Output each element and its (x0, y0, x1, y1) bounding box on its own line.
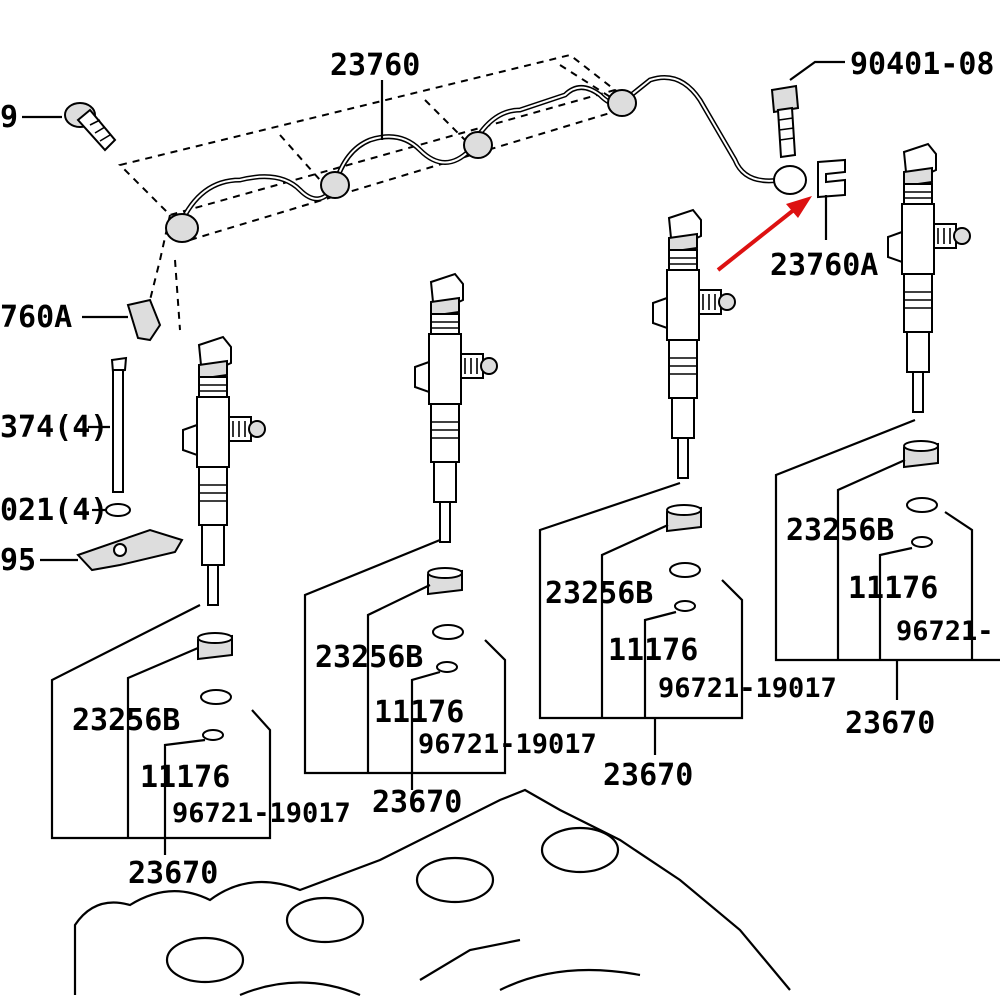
label-g4-assy: 23670 (845, 706, 935, 741)
injector-1 (182, 336, 266, 606)
label-g3-assy: 23670 (603, 758, 693, 793)
label-g3-seat: 23256B (545, 576, 653, 611)
label-g3-oring: 11176 (608, 633, 698, 668)
label-g2-gasket: 96721-19017 (418, 729, 597, 760)
red-arrow-icon (716, 196, 812, 272)
clamp-bracket-left (40, 528, 184, 572)
clamp-right (817, 158, 846, 240)
clamp-left (82, 298, 162, 342)
injector-2 (414, 273, 498, 543)
label-bolt-left: 9 (0, 100, 18, 135)
injector-3 (652, 209, 736, 479)
label-g4-oring: 11176 (848, 571, 938, 606)
label-clamp-right: 23760A (770, 248, 878, 283)
bolt-top-right (770, 60, 845, 159)
union-bolt-left (22, 102, 117, 152)
group-4-callouts (774, 418, 1000, 700)
label-bolt-top-right: 90401-08 (850, 47, 995, 82)
label-clamp-left: 760A (0, 300, 72, 335)
label-g2-seat: 23256B (315, 640, 423, 675)
washer-left (92, 503, 131, 517)
label-g2-oring: 11176 (374, 695, 464, 730)
label-clamp-bracket-left: 95 (0, 543, 36, 578)
label-g1-assy: 23670 (128, 856, 218, 891)
fuel-pipe-assembly (118, 53, 807, 331)
label-washer-left: 021(4) (0, 493, 108, 528)
injector-4 (887, 143, 971, 413)
label-g4-seat: 23256B (786, 513, 894, 548)
group-3-callouts (538, 481, 744, 755)
label-g4-gasket: 96721- (896, 616, 994, 647)
label-fuel-pipe: 23760 (330, 48, 420, 83)
label-g1-gasket: 96721-19017 (172, 798, 351, 829)
label-stud-left: 374(4) (0, 410, 108, 445)
stud-left (88, 356, 128, 493)
label-g1-oring: 11176 (140, 760, 230, 795)
group-2-callouts (303, 538, 507, 790)
label-g3-gasket: 96721-19017 (658, 673, 837, 704)
label-g1-seat: 23256B (72, 703, 180, 738)
group-1-callouts (50, 604, 272, 855)
label-g2-assy: 23670 (372, 785, 462, 820)
engine-head-outline (73, 788, 791, 997)
